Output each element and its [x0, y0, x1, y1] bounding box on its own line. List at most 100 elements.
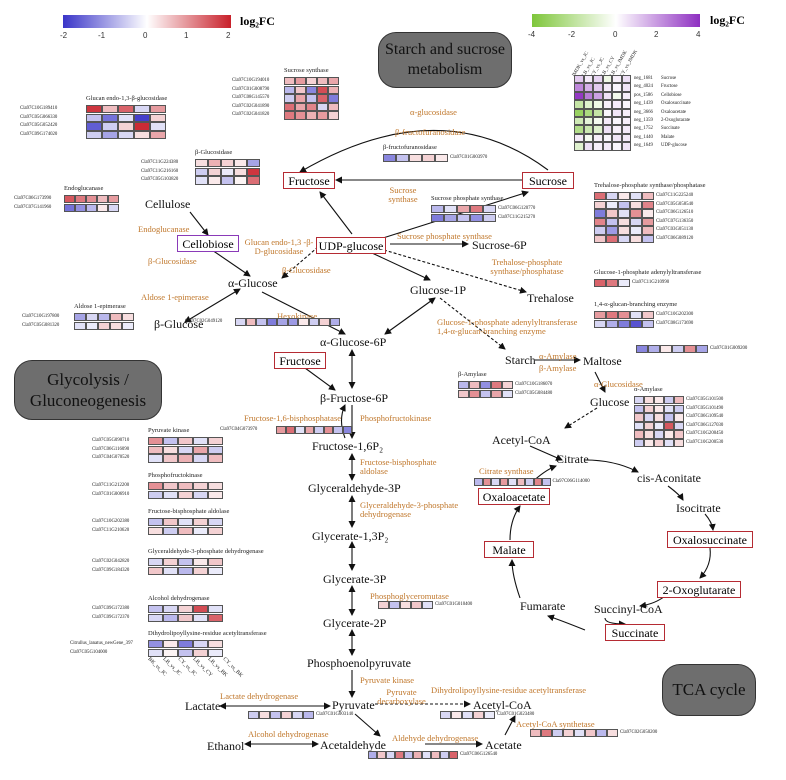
heatmap-cell [404, 751, 413, 760]
gene-id: Cla97C09G172380 [92, 606, 130, 611]
legend-right-tick-4: 4 [696, 30, 701, 39]
heatmap-cell [64, 195, 75, 204]
heatmap-cell [317, 77, 328, 86]
heatmap-cell [618, 217, 630, 227]
enzyme-adh: Alcohol dehydrogenase [248, 729, 329, 739]
heatmap-cell [502, 389, 513, 398]
heatmap-title: β-Glucosidase [195, 149, 233, 156]
enzyme-g1p: Glucose-1-phosphate adenylyltransferase … [437, 317, 578, 336]
arrow-udp-to-aglucose [281, 246, 319, 279]
metabolite-name: Succinate [661, 126, 680, 132]
heatmap-cell [281, 711, 292, 720]
heatmap-cell [148, 613, 163, 622]
heatmap-cell [317, 111, 328, 120]
heatmap-cell [193, 605, 208, 614]
metabolite-a-glucose: α-Glucose [228, 276, 278, 290]
metabolite-cell [602, 91, 612, 101]
heatmap-cell [86, 130, 102, 140]
heatmap-cell [284, 85, 295, 94]
enzyme-b-glucosidase-b: β-Glucosidase [282, 265, 331, 275]
heatmap-cell [178, 558, 193, 567]
heatmap-cell [413, 751, 422, 760]
heatmap-cell [221, 167, 234, 176]
metabolite-id: neg_1649 [634, 143, 653, 149]
arrow-fructose-to-f6p [304, 367, 336, 391]
heatmap-cell [618, 226, 630, 235]
gene-id: Cla97C10G186070 [515, 382, 553, 387]
heatmap-cell [606, 235, 618, 244]
metabolite-citrate: Citrate [556, 452, 589, 466]
heatmap-cell [664, 404, 674, 413]
heatmap-cell [148, 490, 163, 499]
heatmap-cell [480, 389, 491, 398]
gene-id: Cla97C07G136350 [656, 218, 694, 224]
heatmap-cell [208, 640, 223, 649]
heatmap-cell [474, 478, 483, 487]
heatmap-cell [284, 77, 295, 86]
metabolite-cell [612, 108, 622, 117]
heatmap-cell [306, 77, 317, 86]
heatmap-cell [634, 421, 644, 431]
heatmap-cell [644, 421, 654, 431]
heatmap-cell [163, 518, 178, 527]
heatmap-cell [270, 711, 281, 720]
heatmap-cell [247, 167, 260, 176]
metabolite-name: Fructose [661, 84, 678, 90]
gene-id: Cla97C11G210620 [92, 527, 130, 533]
heatmap-cell [674, 413, 684, 422]
metabolite-fructose-mid: Fructose [274, 352, 326, 369]
metabolite-glucose: Glucose [590, 395, 630, 409]
heatmap-cell [630, 311, 642, 320]
heatmap-cell [163, 445, 178, 454]
metabolite-cell [602, 125, 612, 134]
heatmap-cell [118, 130, 134, 140]
heatmap-cell [178, 490, 193, 499]
heatmap-cell [102, 113, 118, 122]
gene-id: Cla97C11G215270 [498, 214, 536, 220]
metabolite-cell [621, 100, 631, 109]
heatmap-cell [86, 122, 102, 131]
heatmap-cell [163, 454, 178, 463]
heatmap-cell [328, 111, 339, 120]
heatmap-cell [400, 601, 411, 610]
metabolite-b-glucose: β-Glucose [154, 317, 204, 331]
metabolite-gap: Glyceraldehyde-3P [308, 481, 401, 495]
heatmap-cell [684, 345, 696, 354]
heatmap-cell [328, 85, 339, 94]
heatmap-cell [295, 102, 306, 112]
gene-id: Cla97C11G216160 [141, 168, 179, 174]
metabolite-cell [574, 108, 584, 117]
heatmap-cell [323, 426, 333, 435]
gene-id: Cla97C06G116090 [92, 446, 130, 452]
metabolite-name: Cellobiose [661, 92, 682, 98]
metabolite-cell [602, 133, 612, 143]
heatmap-cell [248, 711, 259, 720]
heatmap-cell [499, 478, 508, 487]
metabolite-cell [593, 83, 603, 92]
heatmap-cell [634, 413, 644, 422]
heatmap-cell [618, 192, 630, 201]
arrow-citrate-to-cisaconitate [584, 459, 639, 473]
heatmap-cell [108, 203, 119, 212]
arrow-isocitrate-to-oxalosuccinate [704, 513, 716, 531]
metabolite-cell [593, 91, 603, 101]
metabolite-fructose16p2: Fructose-1,6P₂ [312, 439, 384, 453]
gene-id: Cla97C04G070520 [92, 455, 130, 461]
metabolite-name: Sucrose [661, 76, 677, 81]
heatmap-cell [98, 321, 110, 330]
heatmap-cell [317, 94, 328, 103]
heatmap-cell [630, 200, 642, 209]
gene-id: Cla97C02G041890 [232, 103, 270, 109]
metabolite-cell [583, 100, 593, 109]
metabolite-pep: Phosphoenolpyruvate [307, 656, 411, 670]
heatmap-cell [644, 413, 654, 422]
metabolite-cell [583, 133, 593, 143]
heatmap-cell [664, 413, 674, 422]
heatmap-cell [458, 381, 469, 390]
heatmap-cell [606, 311, 618, 320]
heatmap-title: Sucrose synthase [284, 67, 329, 74]
enzyme-sps-path: Sucrose phosphate synthase [397, 231, 492, 241]
metabolite-cell [621, 83, 631, 92]
